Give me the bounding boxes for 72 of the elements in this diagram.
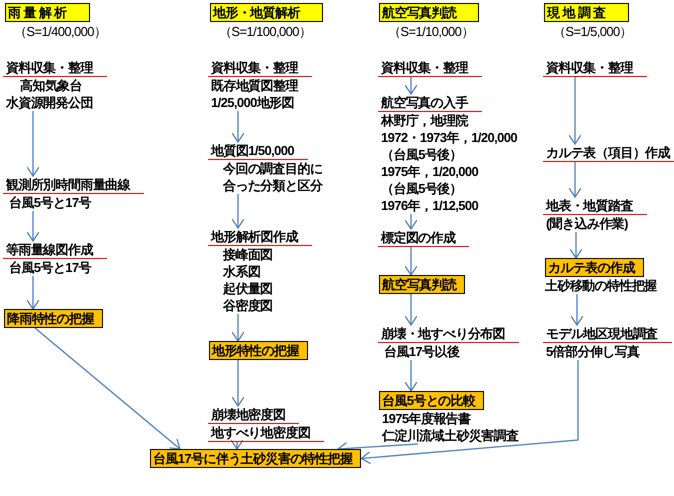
arrow — [360, 360, 579, 464]
arrow — [404, 214, 418, 230]
section-header: 地形・地質解析 — [210, 3, 323, 22]
arrow — [26, 211, 40, 242]
arrow — [230, 439, 244, 450]
step-text: (聞き込み作業) — [546, 215, 628, 232]
arrow — [231, 194, 245, 229]
step-text: 高知気象台 — [20, 77, 82, 94]
step-heading: 地表・地質踏査 — [543, 197, 647, 215]
step-text: 1976年，1/12,500 — [381, 197, 478, 214]
step-text: 台風5号と17号 — [9, 194, 91, 211]
step-heading: 等雨量線図作成 — [3, 241, 107, 259]
step-heading: 資料収集・整理 — [378, 59, 482, 77]
step-heading: 資料収集・整理 — [3, 59, 107, 77]
scale-label: （S=1/10,000） — [388, 23, 474, 40]
step-text: 水系図 — [223, 263, 260, 280]
result-box: 台風5号との比較 — [379, 391, 484, 410]
step-heading: 地すべり地密度図 — [208, 424, 324, 442]
result-box: カルテ表の作成 — [545, 258, 644, 277]
step-heading: 観測所別時間雨量曲線 — [3, 176, 144, 194]
step-heading: 資料収集・整理 — [208, 59, 312, 77]
step-heading: 地質図1/50,000 — [208, 142, 308, 160]
step-text: 谷密度図 — [223, 297, 273, 314]
result-box: 航空写真判読 — [379, 275, 466, 294]
step-text: 接峰面図 — [223, 246, 273, 263]
result-box: 台風17号に伴う土砂災害の特性把握 — [150, 449, 362, 468]
step-text: 林野庁，地理院 — [381, 112, 468, 129]
step-text: 水資源開発公団 — [6, 94, 93, 111]
step-heading: 標定図の作成 — [378, 229, 470, 247]
step-text: 起伏量図 — [223, 280, 273, 297]
step-text: 台風5号と17号 — [9, 259, 91, 276]
step-text: 仁淀川流域土砂災害調査 — [382, 427, 518, 444]
arrow — [231, 314, 245, 342]
step-text: （台風5号後） — [381, 146, 462, 163]
step-text: 土砂移動の特性把握 — [545, 277, 657, 294]
arrow — [568, 77, 582, 145]
section-header: 航空写真判読 — [379, 3, 480, 22]
arrow — [231, 111, 245, 143]
result-box: 地形特性の把握 — [209, 341, 308, 360]
step-text: 1975年度報告書 — [382, 410, 471, 427]
step-text: 1972・1973年，1/20,000 — [381, 129, 518, 146]
scale-label: （S=1/5,000） — [553, 23, 632, 40]
step-heading: モデル地区現地調査 — [543, 325, 672, 343]
step-heading: 崩壊地密度図 — [208, 406, 300, 424]
arrow — [404, 294, 418, 326]
step-heading: 崩壊・地すべり分布図 — [378, 325, 520, 343]
step-text: 台風17号以後 — [384, 343, 460, 360]
arrow — [34, 328, 181, 450]
section-header: 現 地 調 査 — [544, 3, 629, 22]
result-box: 降雨特性の把握 — [4, 309, 103, 328]
scale-label: （S=1/400,000） — [14, 23, 106, 40]
step-text: （台風5号後） — [381, 180, 462, 197]
scale-label: （S=1/100,000） — [219, 23, 312, 40]
arrow — [231, 360, 245, 407]
section-header: 雨 量 解 析 — [5, 3, 90, 22]
step-text: 5倍部分伸し写真 — [546, 343, 640, 360]
step-heading: 航空写真の入手 — [378, 94, 482, 112]
step-text: 既存地質図整理 — [211, 77, 298, 94]
step-text: 今回の調査目的に合った分類と区分 — [223, 160, 324, 194]
step-heading: 地形解析図作成 — [208, 228, 312, 246]
arrow — [26, 276, 40, 310]
arrow — [404, 360, 418, 392]
arrow — [569, 232, 583, 259]
step-text: 1/25,000地形図 — [211, 94, 294, 111]
arrow — [26, 111, 40, 177]
arrow — [570, 294, 584, 326]
step-heading: 資料収集・整理 — [543, 59, 647, 77]
step-heading: カルテ表（項目）作成 — [543, 144, 674, 162]
step-text: 1975年，1/20,000 — [381, 163, 478, 180]
arrow — [568, 162, 582, 198]
arrow — [404, 77, 418, 95]
arrow — [404, 247, 418, 276]
